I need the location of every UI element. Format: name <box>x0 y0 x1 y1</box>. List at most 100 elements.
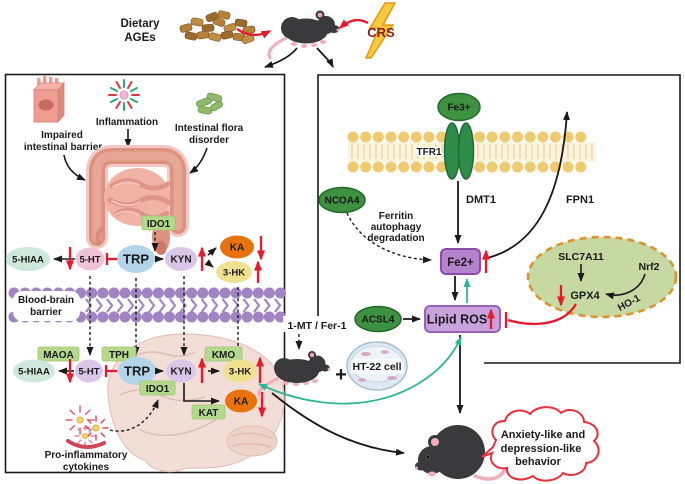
gpx4-label: GPX4 <box>570 290 600 302</box>
gut-ka-label: KA <box>230 243 244 254</box>
brain-5hiaa-label: 5-HIAA <box>18 367 50 378</box>
brain-ka-label: KA <box>234 397 248 408</box>
behavior-label-line3: behavior <box>515 456 562 468</box>
gpx4-region-ellipse <box>526 235 678 319</box>
left-panel: Impaired intestinal barrier Inflammation… <box>4 73 287 474</box>
cytokines-label: Pro-inflammatory <box>45 450 128 461</box>
cloud-outline <box>481 406 600 482</box>
gut-5hiaa-label: 5-HIAA <box>12 255 44 266</box>
inflammation-icon <box>108 79 140 111</box>
mouse-to-left-panel-arrow <box>264 47 298 68</box>
top-scene: Dietary AGEs <box>121 2 397 68</box>
barrier-to-intestine-arrow <box>63 154 86 181</box>
inflammation-label: Inflammation <box>96 117 158 128</box>
maoa-badge <box>37 346 80 362</box>
ferritin-label-line3: degradation <box>367 233 424 244</box>
fpn1-arrow <box>482 111 570 260</box>
lipid-ros-label: Lipid ROS <box>427 313 487 327</box>
dmt1-label: DMT1 <box>466 194 496 206</box>
outcome-group: Anxiety-like and depression-like behavio… <box>415 406 600 482</box>
gut-pathway-row: 5-HIAA 5-HT TRP KYN KA 3-HK <box>6 235 265 283</box>
tph-label: TPH <box>109 350 129 361</box>
tfr1-label: TFR1 <box>417 147 442 158</box>
behavior-label: Anxiety-like and <box>501 429 585 441</box>
gut-kyn-node <box>165 247 197 271</box>
treatment-label: 1-MT / Fer-1 <box>288 320 347 332</box>
ht22-label: HT-22 cell <box>352 361 401 373</box>
food-pellets-icon <box>179 10 256 44</box>
gut-3hk-label: 3-HK <box>223 268 245 279</box>
nrf2-to-gpx4-arrow <box>605 273 646 300</box>
acsl4-label: ACSL4 <box>362 315 395 326</box>
crs-label: CRS <box>367 25 395 40</box>
treatment-label-box <box>283 316 352 332</box>
fe3-label: Fe3+ <box>447 103 470 114</box>
brain-ka-node <box>225 389 257 413</box>
brain-5hiaa-node <box>13 359 55 383</box>
ido1-brain-badge <box>139 380 176 396</box>
right-panel-border <box>317 74 681 364</box>
fe2-node <box>440 248 481 275</box>
crs-lightning-icon: CRS <box>364 2 397 59</box>
ido1-gut-badge <box>141 215 176 231</box>
gut-kyn-to-3hk-arrow <box>204 259 214 268</box>
kmo-badge <box>204 346 243 362</box>
lipid-ros-node <box>424 305 501 333</box>
crs-to-mouse-arrow <box>338 18 369 29</box>
depressed-mouse-icon <box>415 425 508 481</box>
ido1-brain-label: IDO1 <box>146 384 170 395</box>
flora-to-intestine-arrow <box>189 147 208 174</box>
ncoa4-to-fe2-dotted-arrow <box>346 212 432 264</box>
ht22-dish-icon: HT-22 cell <box>346 341 408 391</box>
ferritin-label: Ferritin <box>379 211 413 222</box>
impaired-barrier-icon <box>33 76 65 124</box>
brain-5ht-label: 5-HT <box>78 367 99 378</box>
acsl4-node <box>354 305 402 333</box>
ages-to-mouse-arrow <box>236 28 272 39</box>
gpx4-inhibits-lipidros <box>507 303 577 326</box>
ncoa4-node <box>318 186 366 214</box>
gpx4-region: SLC7A11 Nrf2 HO-1 GPX4 <box>526 235 678 319</box>
fe3-node <box>437 92 481 122</box>
blood-brain-barrier: Blood-brain barrier <box>8 287 287 323</box>
gut-5ht-node <box>75 247 105 271</box>
bbb-label-line2: barrier <box>30 307 62 318</box>
flora-disorder-label: Intestinal flora <box>175 123 244 134</box>
impaired-barrier-label: Impaired <box>41 130 83 141</box>
stressed-mouse-icon <box>267 10 340 60</box>
bbb-label: Blood-brain <box>18 295 74 306</box>
brain-3hk-node <box>223 359 257 383</box>
behavior-cloud: Anxiety-like and depression-like behavio… <box>481 406 600 482</box>
gut-ka-node <box>220 235 254 259</box>
behavior-label-line2: depression-like <box>501 443 582 455</box>
bbb-label-box <box>13 291 80 321</box>
kat-badge <box>191 404 226 420</box>
bacteria-icon <box>195 92 224 115</box>
gut-3hk-node <box>216 261 252 283</box>
brain-kyn-label: KYN <box>170 367 191 378</box>
treatment-group: 1-MT / Fer-1 + HT-22 cell <box>257 316 462 456</box>
ncoa4-label: NCOA4 <box>324 196 359 207</box>
brain-trp-node <box>118 357 156 385</box>
gut-kyn-label: KYN <box>170 255 191 266</box>
fpn1-label: FPN1 <box>566 194 594 206</box>
gut-trp-node <box>117 245 155 273</box>
pathway-to-behavior-arrow <box>271 392 405 456</box>
treatment-effect-teal-arrow <box>258 336 462 405</box>
maoa-label: MAOA <box>43 350 74 361</box>
brain-pathway-row: MAOA 5-HIAA 5-HT TPH TRP IDO1 KYN KMO 3-… <box>13 346 266 420</box>
tph-badge <box>101 346 137 362</box>
gut-5ht-label: 5-HT <box>79 255 100 266</box>
plus-sign: + <box>335 364 347 386</box>
gut-5hiaa-node <box>6 247 50 271</box>
slc7a11-label: SLC7A11 <box>558 251 604 263</box>
fe2-label: Fe2+ <box>447 257 474 269</box>
tfr1-transporter-icon <box>443 122 475 180</box>
brain-5ht-node <box>75 359 103 383</box>
cytokines-icon <box>65 405 109 449</box>
impaired-barrier-label-line2: intestinal barrier <box>24 142 102 153</box>
dietary-ages-label-line2: AGEs <box>124 32 155 44</box>
brain-kyn-to-ka-arrow <box>183 383 220 405</box>
